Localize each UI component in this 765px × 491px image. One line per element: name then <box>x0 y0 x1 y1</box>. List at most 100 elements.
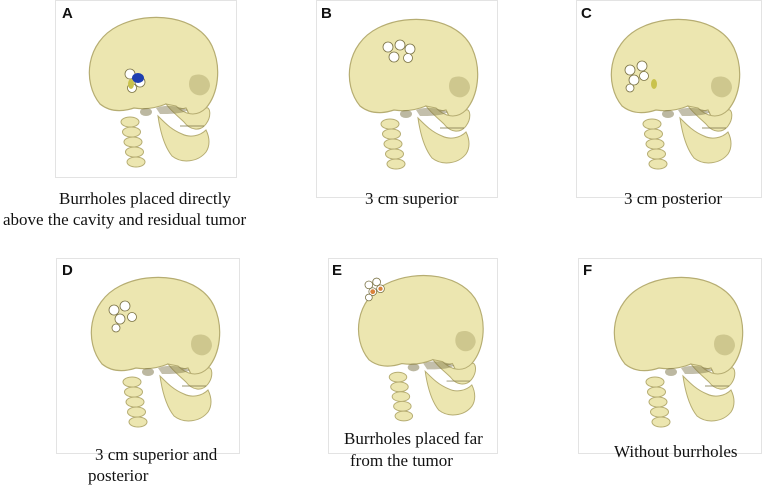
burrhole-shape <box>127 312 137 322</box>
vertebra-shape <box>647 148 666 160</box>
cavity-marker <box>132 73 144 83</box>
vertebra-shape <box>393 400 412 412</box>
skull-e-illustration <box>357 274 484 422</box>
vertebra-shape <box>648 396 668 408</box>
burrhole-shape <box>403 53 413 63</box>
skull-f-illustration <box>613 276 744 428</box>
maxilla-shape <box>424 105 471 132</box>
mandible-shape <box>679 116 732 164</box>
skull-b-illustration <box>348 18 479 170</box>
vertebra-shape <box>126 156 146 168</box>
cranium-shape <box>90 276 221 378</box>
zygomatic-shadow <box>156 105 188 114</box>
panel-d-caption-line-2: posterior <box>88 466 149 485</box>
vertebra-shape <box>123 136 143 148</box>
orbit-shadow <box>449 76 470 98</box>
mandible-shape <box>682 374 735 422</box>
orbit-shadow <box>191 334 212 356</box>
panel-f-caption-line-1: Without burrholes <box>614 442 738 461</box>
mandible-shape <box>417 116 470 164</box>
vertebra-shape <box>128 416 148 428</box>
panel-b-caption-line-1: 3 cm superior <box>365 189 459 208</box>
vertebra-shape <box>391 391 411 402</box>
panel-b-letter: B <box>321 5 332 22</box>
zygomatic-shadow <box>678 107 710 116</box>
vertebra-shape <box>122 126 141 138</box>
tumor-marker <box>651 79 657 89</box>
vertebra-shape <box>647 386 666 398</box>
vertebra-shape <box>645 138 665 150</box>
burrhole-shape <box>119 300 131 312</box>
maxilla-shape <box>166 363 213 390</box>
burrhole-shape <box>108 304 120 316</box>
ear-canal-shadow <box>142 368 154 376</box>
burrhole-shape <box>388 51 400 63</box>
tumor-marker <box>370 289 376 295</box>
burrhole-shape <box>628 74 640 86</box>
panel-f-letter: F <box>583 262 593 279</box>
mandible-shape <box>157 114 210 162</box>
zygomatic-shadow <box>158 365 190 374</box>
vertebra-shape <box>388 371 408 383</box>
zygomatic-shadow <box>423 361 455 370</box>
ear-canal-shadow <box>665 368 677 376</box>
burrhole-shape <box>114 313 126 325</box>
vertebra-shape <box>122 376 142 388</box>
vertebra-shape <box>383 138 403 150</box>
burrhole-shape <box>394 39 406 51</box>
zygomatic-shadow <box>681 365 713 374</box>
vertebra-shape <box>645 376 665 388</box>
vertebra-shape <box>650 406 669 418</box>
vertebra-shape <box>125 396 145 408</box>
orbit-shadow <box>189 74 210 96</box>
vertebra-shape <box>644 128 663 140</box>
maxilla-shape <box>686 105 733 132</box>
maxilla-shape <box>431 358 476 385</box>
vertebra-shape <box>386 158 406 170</box>
burrhole-shape <box>111 323 121 333</box>
panel-d-caption-line-1: 3 cm superior and <box>95 445 218 464</box>
burrhole-shape <box>365 293 373 302</box>
panel-c-letter: C <box>581 5 592 22</box>
vertebra-shape <box>380 118 400 130</box>
burrhole-shape <box>404 43 416 55</box>
cranium-shape <box>613 276 744 378</box>
burrhole-shape <box>364 280 374 290</box>
cranium-shape <box>88 16 219 118</box>
skull-d-illustration <box>90 276 221 428</box>
maxilla-shape <box>164 103 211 130</box>
panel-e-caption-line-2: from the tumor <box>350 451 453 470</box>
panel-a-caption-line-2: above the cavity and residual tumor <box>3 210 247 229</box>
orbit-shadow <box>455 330 476 352</box>
panel-a-letter: A <box>62 5 73 22</box>
panel-e-letter: E <box>332 262 343 279</box>
ear-canal-shadow <box>140 108 152 116</box>
burrhole-shape <box>382 41 394 53</box>
mandible-shape <box>424 369 476 416</box>
zygomatic-shadow <box>416 107 448 116</box>
tumor-marker <box>128 79 134 89</box>
skull-c-illustration <box>610 18 741 170</box>
vertebra-shape <box>385 148 404 160</box>
burrhole-shape <box>372 277 381 287</box>
burrhole-shape <box>639 71 649 81</box>
vertebra-shape <box>390 381 409 393</box>
burrhole-shape <box>625 83 635 93</box>
mandible-shape <box>159 374 212 422</box>
panel-e-caption-line-1: Burrholes placed far <box>344 429 483 448</box>
vertebra-shape <box>120 116 140 128</box>
vertebra-shape <box>648 158 668 170</box>
cranium-shape <box>348 18 479 120</box>
vertebra-shape <box>124 386 143 398</box>
burrhole-shape <box>636 60 648 72</box>
ear-canal-shadow <box>662 110 674 118</box>
vertebra-shape <box>125 146 144 158</box>
orbit-shadow <box>714 334 735 356</box>
ear-canal-shadow <box>400 110 412 118</box>
ear-canal-shadow <box>407 363 420 372</box>
vertebra-shape <box>382 128 401 140</box>
vertebra-shape <box>642 118 662 130</box>
vertebra-shape <box>127 406 146 418</box>
panel-c-caption-line-1: 3 cm posterior <box>624 189 723 208</box>
vertebra-shape <box>394 410 414 422</box>
